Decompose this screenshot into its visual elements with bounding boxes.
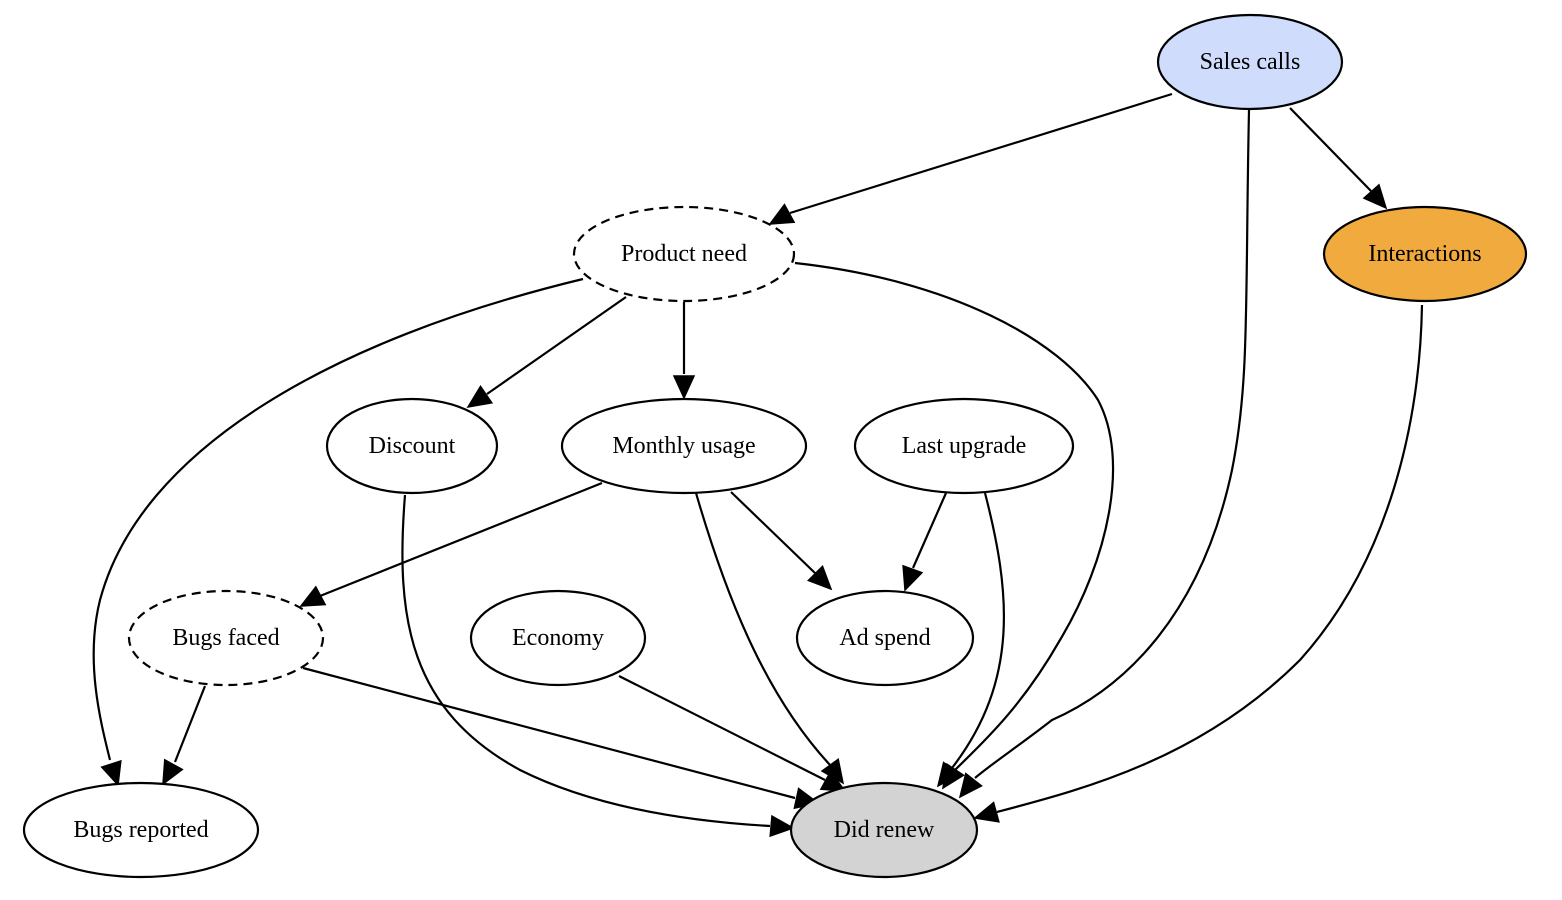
edge-line xyxy=(173,685,207,763)
edge-product-need-to-did-renew xyxy=(794,261,1115,790)
edge-discount-to-did-renew xyxy=(401,494,795,838)
edge-line xyxy=(951,492,1006,769)
node-interactions: Interactions xyxy=(1322,205,1528,303)
arrowhead-icon xyxy=(1362,183,1388,210)
edge-line xyxy=(401,494,771,828)
arrowhead-icon xyxy=(672,375,696,400)
arrowhead-icon xyxy=(466,384,494,409)
node-did-renew-label: Did renew xyxy=(834,817,935,843)
edge-line xyxy=(794,261,1115,771)
edge-interactions-to-did-renew xyxy=(973,304,1424,823)
arrowhead-icon xyxy=(769,814,795,838)
node-bugs-reported-label: Bugs reported xyxy=(73,817,208,843)
edge-last-upgrade-to-ad-spend xyxy=(902,492,948,592)
edge-monthly-usage-to-ad-spend xyxy=(730,491,833,591)
node-last-upgrade: Last upgrade xyxy=(853,397,1075,495)
node-economy: Economy xyxy=(469,589,647,687)
nodes-layer: Sales calls Product need Interactions Di… xyxy=(22,13,1528,879)
arrowhead-icon xyxy=(973,801,1000,823)
node-discount-shape xyxy=(325,397,499,495)
node-did-renew-shape xyxy=(789,781,979,879)
node-monthly-usage-label: Monthly usage xyxy=(612,433,755,459)
node-monthly-usage-shape xyxy=(560,397,808,495)
arrowhead-icon xyxy=(299,585,327,607)
node-product-need-label: Product need xyxy=(621,241,747,267)
node-economy-shape xyxy=(469,589,647,687)
edge-product-need-to-monthly-usage xyxy=(672,302,696,400)
node-product-need-shape xyxy=(572,205,796,303)
arrowhead-icon xyxy=(162,758,184,786)
node-ad-spend-shape xyxy=(795,589,975,687)
node-bugs-reported: Bugs reported xyxy=(22,781,260,879)
edge-sales-calls-to-interactions xyxy=(1289,107,1388,210)
edges-layer xyxy=(92,92,1424,838)
edge-product-need-to-discount xyxy=(466,296,627,409)
node-last-upgrade-label: Last upgrade xyxy=(902,433,1027,459)
node-bugs-reported-shape xyxy=(22,781,260,879)
node-discount-label: Discount xyxy=(369,433,456,459)
edge-line xyxy=(974,109,1251,779)
node-economy-label: Economy xyxy=(512,625,604,651)
node-product-need: Product need xyxy=(572,205,796,303)
node-interactions-shape xyxy=(1322,205,1528,303)
arrowhead-icon xyxy=(768,203,796,225)
edge-line xyxy=(319,481,603,598)
node-ad-spend: Ad spend xyxy=(795,589,975,687)
arrowhead-icon xyxy=(807,565,833,591)
edge-economy-to-did-renew xyxy=(618,675,847,792)
node-interactions-label: Interactions xyxy=(1368,241,1481,267)
arrowhead-icon xyxy=(902,564,924,592)
edge-line xyxy=(730,491,816,574)
node-discount: Discount xyxy=(325,397,499,495)
node-did-renew: Did renew xyxy=(789,781,979,879)
edge-line xyxy=(486,296,627,395)
edge-line xyxy=(694,492,831,766)
node-sales-calls-shape xyxy=(1156,13,1344,111)
edge-line xyxy=(618,675,826,781)
edge-line xyxy=(911,492,948,569)
node-sales-calls: Sales calls xyxy=(1156,13,1344,111)
edge-sales-calls-to-did-renew xyxy=(958,109,1251,799)
edge-sales-calls-to-product-need xyxy=(768,92,1173,225)
node-bugs-faced: Bugs faced xyxy=(127,589,325,687)
node-ad-spend-label: Ad spend xyxy=(839,625,930,651)
arrowhead-icon xyxy=(958,772,983,799)
node-sales-calls-label: Sales calls xyxy=(1200,49,1301,75)
arrowhead-icon xyxy=(936,761,961,788)
node-bugs-faced-shape xyxy=(127,589,325,687)
edge-bugs-faced-to-bugs-reported xyxy=(162,685,207,786)
edge-line xyxy=(302,666,796,800)
node-bugs-faced-label: Bugs faced xyxy=(172,625,279,651)
node-monthly-usage: Monthly usage xyxy=(560,397,808,495)
edge-line xyxy=(789,92,1173,215)
arrowhead-icon xyxy=(100,759,122,787)
edge-monthly-usage-to-bugs-faced xyxy=(299,481,603,607)
edge-last-upgrade-to-did-renew xyxy=(936,492,1006,788)
edge-line xyxy=(92,277,584,761)
edge-line xyxy=(996,304,1424,814)
edge-line xyxy=(1289,107,1372,192)
node-last-upgrade-shape xyxy=(853,397,1075,495)
edge-product-need-to-bugs-reported xyxy=(92,277,584,787)
